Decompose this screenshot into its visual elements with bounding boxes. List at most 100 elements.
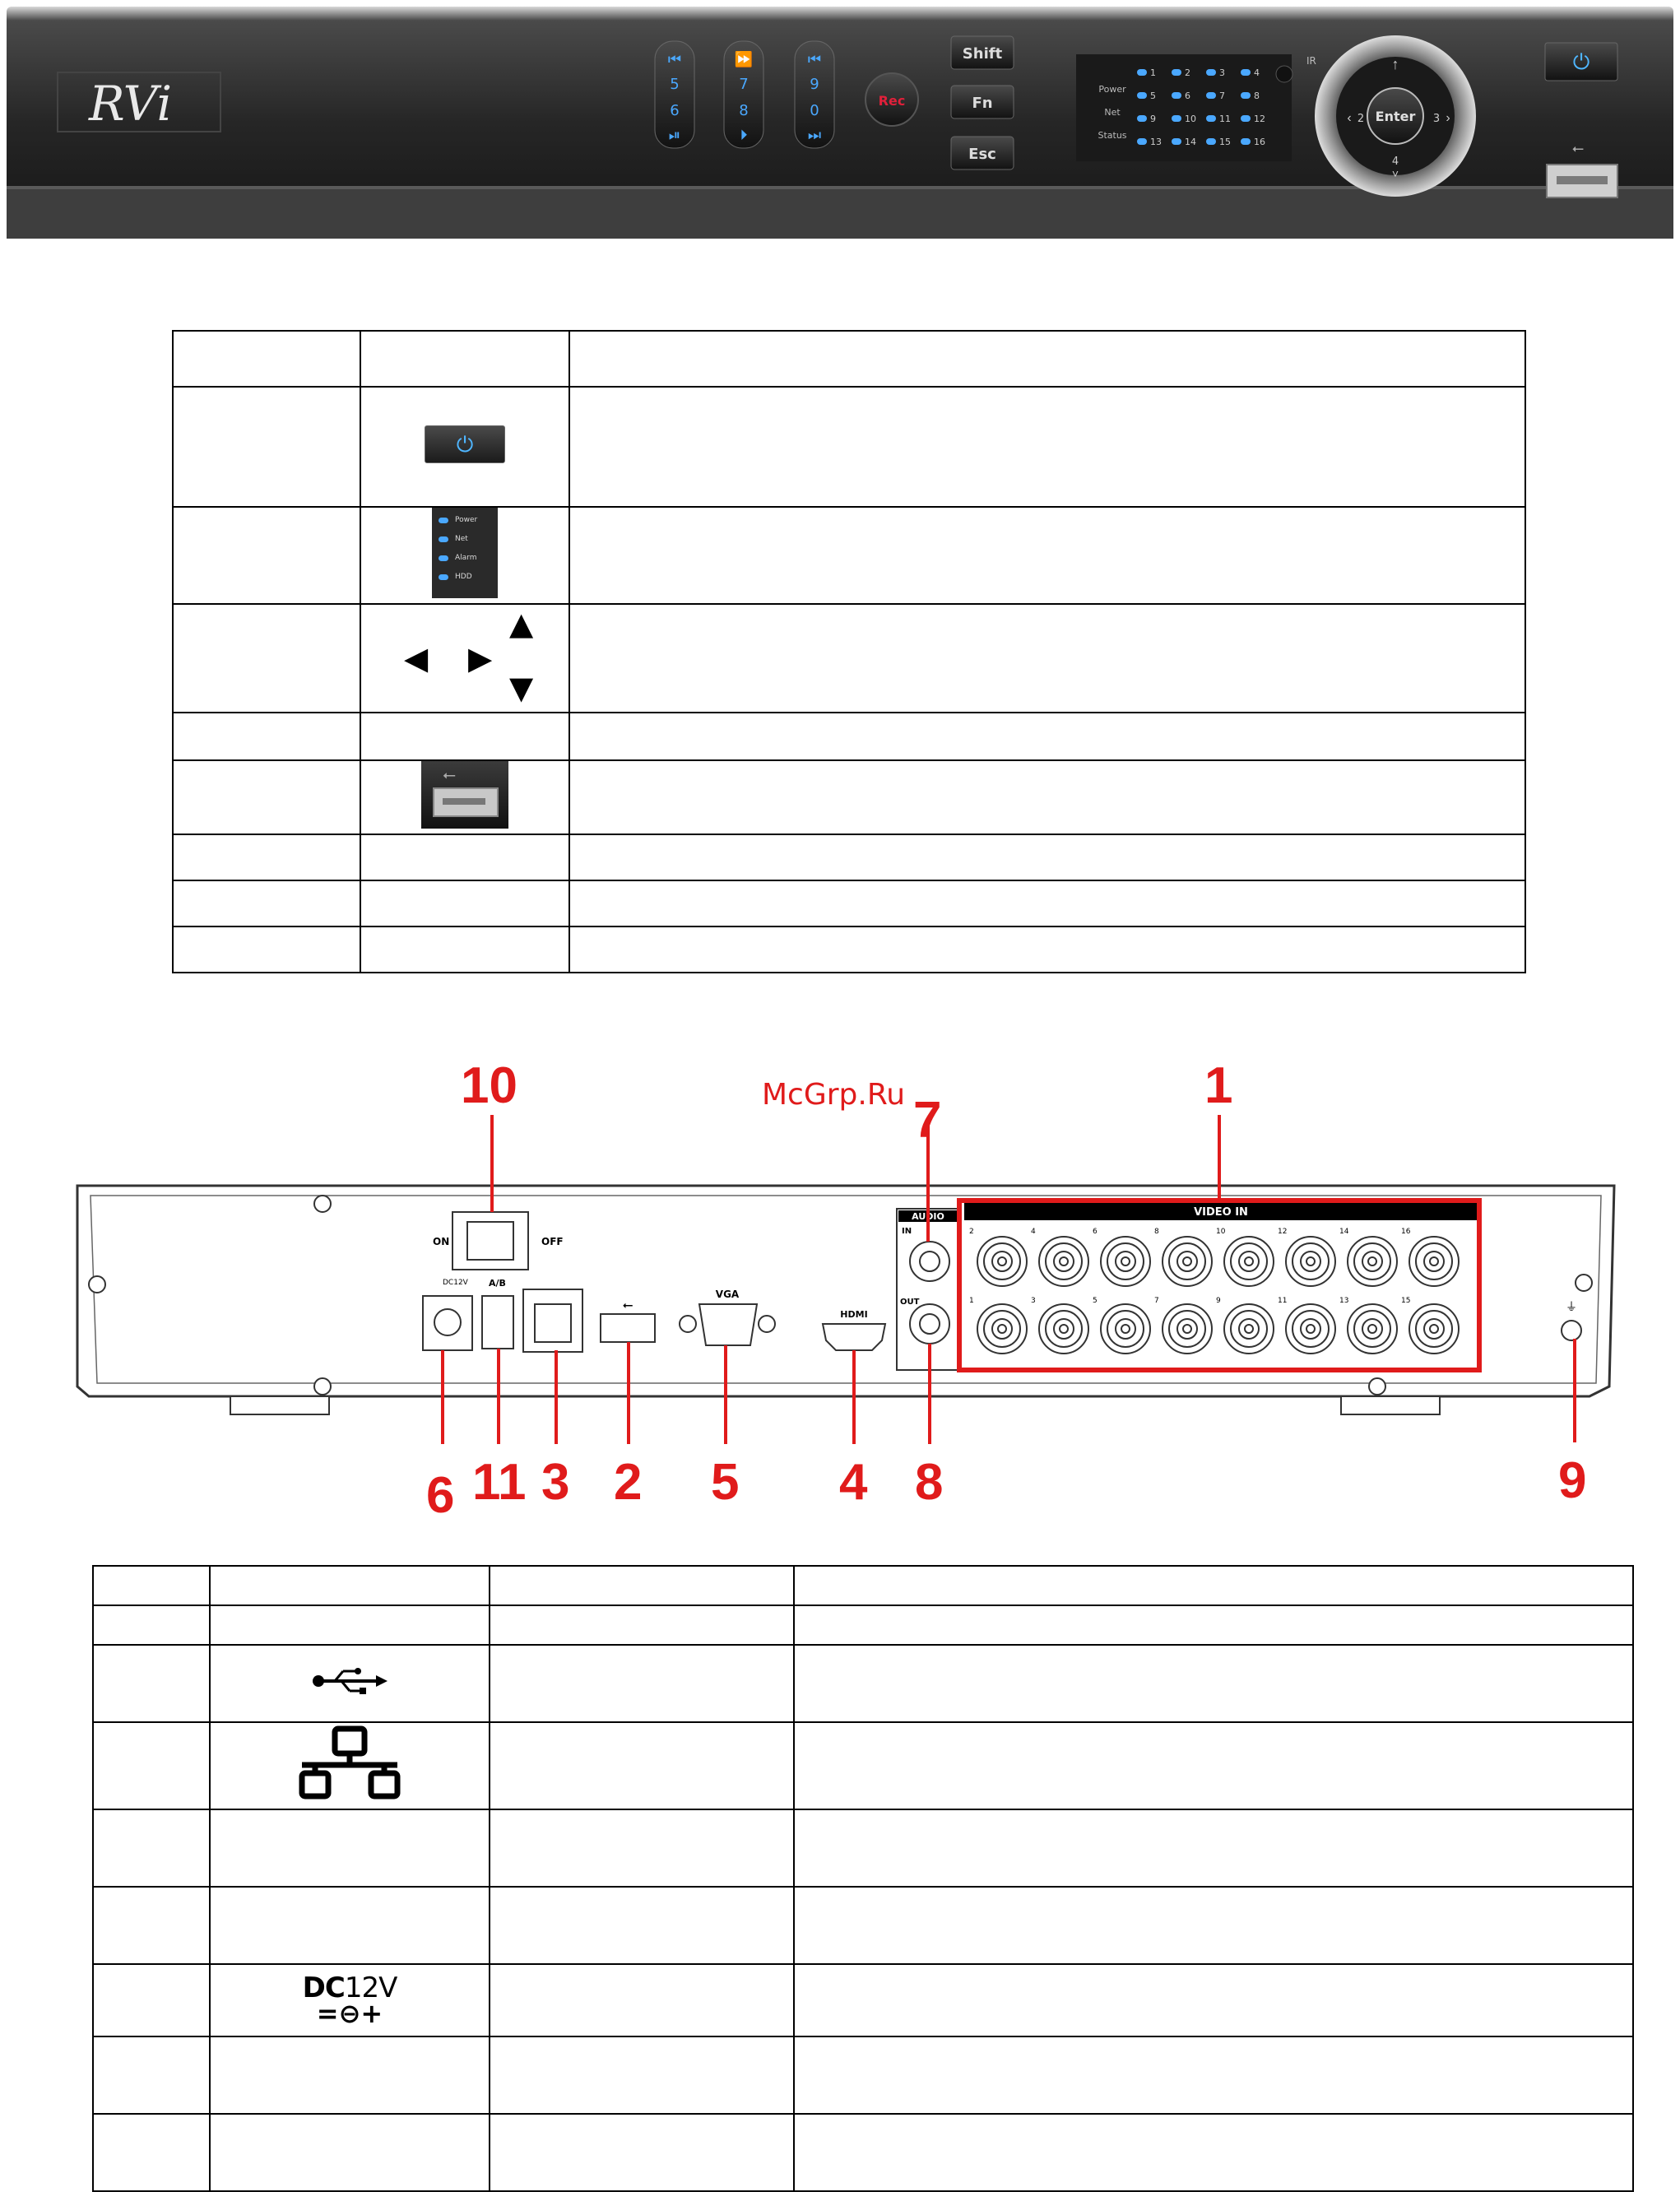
table-row	[172, 880, 1526, 927]
svg-text:7: 7	[739, 76, 748, 93]
svg-text:OUT: OUT	[900, 1298, 920, 1307]
video-channel-number: 9	[1216, 1297, 1221, 1305]
usb-icon	[313, 1668, 388, 1694]
table-row: ⭠	[172, 759, 1526, 835]
rec-button[interactable]	[865, 72, 919, 127]
svg-text:IR: IR	[1306, 55, 1316, 67]
table-row	[172, 712, 1526, 761]
channel-number: 8	[1254, 91, 1260, 101]
svg-text:4: 4	[1392, 156, 1399, 168]
bnc-connector	[1306, 1324, 1316, 1334]
rec-label: Rec	[879, 93, 906, 109]
table-row	[92, 1644, 1634, 1723]
channel-number: 14	[1185, 137, 1196, 147]
channel-number: 1	[1150, 67, 1156, 78]
rear-panel-table: DC12V =⊖+	[92, 1565, 1634, 2192]
svg-text:OFF: OFF	[541, 1236, 564, 1247]
front-power-button[interactable]	[1544, 42, 1618, 81]
channel-led	[1241, 138, 1251, 145]
channel-led	[1206, 92, 1216, 99]
callout-3: 3	[541, 1454, 570, 1511]
table-row: DC12V =⊖+	[92, 1963, 1634, 2037]
video-channel-number: 2	[969, 1228, 974, 1236]
bnc-connector	[1059, 1256, 1069, 1266]
table-row	[172, 330, 1526, 388]
callout-11: 11	[472, 1454, 527, 1511]
channel-number: 12	[1254, 114, 1265, 124]
playback-buttons[interactable]: ⏮ ⏩ ⏮ 5 7 9 6 8 0 ⏯ ⏵ ⏭	[654, 40, 835, 149]
usb-port-icon: ⭠	[421, 761, 508, 829]
channel-led	[1206, 138, 1216, 145]
svg-text:⏚: ⏚	[1566, 1300, 1577, 1313]
svg-text:˅: ˅	[1392, 167, 1399, 180]
front-panel-table: ⏻ Power Net Alarm HDD ▲ ◀ ▶ ▼ ⭠	[172, 330, 1526, 973]
svg-text:⏻: ⏻	[1573, 49, 1590, 74]
video-channel-number: 16	[1401, 1228, 1411, 1236]
callout-8: 8	[915, 1454, 944, 1511]
svg-text:⭠: ⭠	[623, 1298, 633, 1312]
bnc-connector	[1244, 1324, 1254, 1334]
shift-button[interactable]	[950, 35, 1014, 70]
power-button-icon: ⏻	[425, 425, 505, 463]
bnc-connector	[1367, 1256, 1377, 1266]
bnc-connector	[1429, 1256, 1439, 1266]
callout-10: 10	[461, 1057, 517, 1114]
watermark: McGrp.Ru	[762, 1078, 906, 1112]
rear-panel-image: ON OFF DC12V A/B ⭠ VGA HDMI AUDIO IN OUT	[66, 1061, 1629, 1526]
bnc-connector	[1182, 1256, 1192, 1266]
callout-1: 1	[1204, 1057, 1233, 1114]
channel-led	[1172, 138, 1181, 145]
bnc-connector	[1429, 1324, 1439, 1334]
channel-led	[1206, 115, 1216, 122]
channel-number: 4	[1254, 67, 1260, 78]
video-channel-number: 14	[1339, 1228, 1349, 1236]
status-led-icon: Power Net Alarm HDD	[432, 508, 498, 598]
table-row	[92, 2036, 1634, 2115]
table-row: Power Net Alarm HDD	[172, 506, 1526, 605]
svg-text:DC12V: DC12V	[443, 1279, 469, 1287]
bnc-connector	[1121, 1324, 1130, 1334]
channel-number: 3	[1219, 67, 1225, 78]
svg-text:⏭: ⏭	[808, 127, 821, 143]
channel-number: 16	[1254, 137, 1265, 147]
table-row	[92, 1565, 1634, 1606]
svg-text:Esc: Esc	[968, 146, 996, 163]
svg-text:5: 5	[670, 76, 679, 93]
channel-led	[1241, 69, 1251, 76]
video-channel-number: 13	[1339, 1297, 1348, 1305]
video-channel-number: 15	[1401, 1297, 1410, 1305]
channel-led	[1241, 115, 1251, 122]
svg-text:Status: Status	[1098, 130, 1126, 141]
bnc-connector	[997, 1324, 1007, 1334]
channel-led	[1172, 69, 1181, 76]
svg-text:IN: IN	[902, 1227, 912, 1236]
callout-9: 9	[1558, 1452, 1587, 1509]
svg-text:Power: Power	[1098, 84, 1126, 95]
arrow-down-icon: ▼	[509, 670, 534, 706]
video-channel-number: 8	[1154, 1228, 1159, 1236]
channel-number: 9	[1150, 114, 1156, 124]
svg-text:Fn: Fn	[972, 95, 992, 112]
channel-number: 5	[1150, 91, 1156, 101]
table-row	[92, 1721, 1634, 1810]
fn-button[interactable]	[950, 85, 1014, 119]
video-channel-number: 6	[1093, 1228, 1098, 1236]
svg-text:⏮: ⏮	[808, 51, 821, 67]
channel-led	[1137, 138, 1147, 145]
channel-number: 15	[1219, 137, 1231, 147]
front-panel-image: RVi ⏮ ⏩ ⏮ 5 7 9 6 8 0 ⏯ ⏵ ⏭ Rec Shift Fn…	[7, 7, 1673, 239]
esc-button[interactable]	[950, 136, 1014, 170]
table-row: ▲ ◀ ▶ ▼	[172, 603, 1526, 713]
table-row	[172, 926, 1526, 973]
channel-led	[1206, 69, 1216, 76]
svg-text:VGA: VGA	[716, 1289, 740, 1300]
navigation-ring[interactable]: Enter ↑ ‹ 2 3 › 4 ˅	[1315, 35, 1476, 197]
svg-text:⭠: ⭠	[1572, 140, 1584, 156]
callout-6: 6	[426, 1467, 455, 1524]
channel-led	[1172, 92, 1181, 99]
channel-led	[1172, 115, 1181, 122]
network-icon	[299, 1725, 401, 1800]
svg-text:Enter: Enter	[1376, 109, 1416, 124]
video-channel-number: 3	[1031, 1297, 1036, 1305]
